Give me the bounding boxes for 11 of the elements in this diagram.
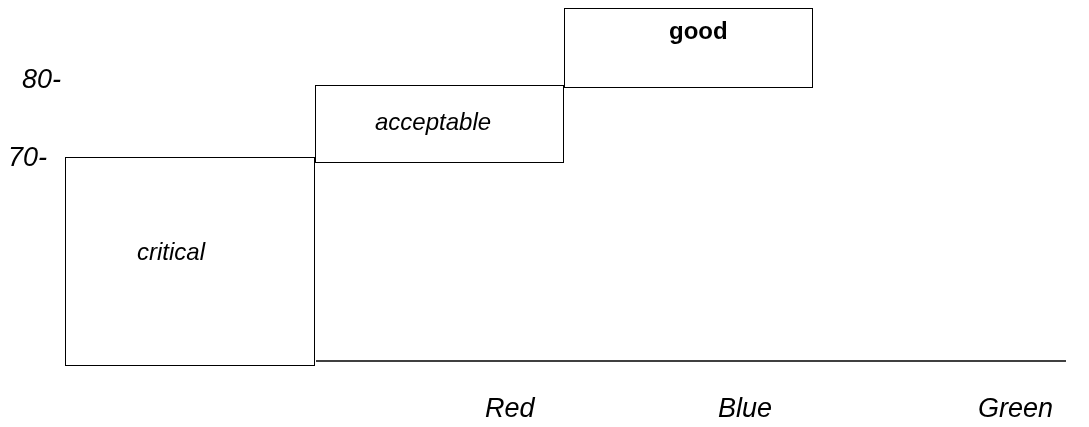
axis-tick-label: 70-: [8, 144, 48, 171]
category-box: [564, 8, 813, 88]
axis-category-label: Green: [978, 395, 1054, 422]
category-label: critical: [137, 240, 205, 264]
category-box: [65, 157, 315, 366]
axis-category-label: Red: [485, 395, 535, 422]
axis-category-label: Blue: [718, 395, 773, 422]
category-box: [315, 85, 564, 163]
axis-tick-label: 80-: [22, 66, 62, 93]
category-label: acceptable: [375, 110, 492, 134]
category-label: good: [669, 19, 728, 43]
